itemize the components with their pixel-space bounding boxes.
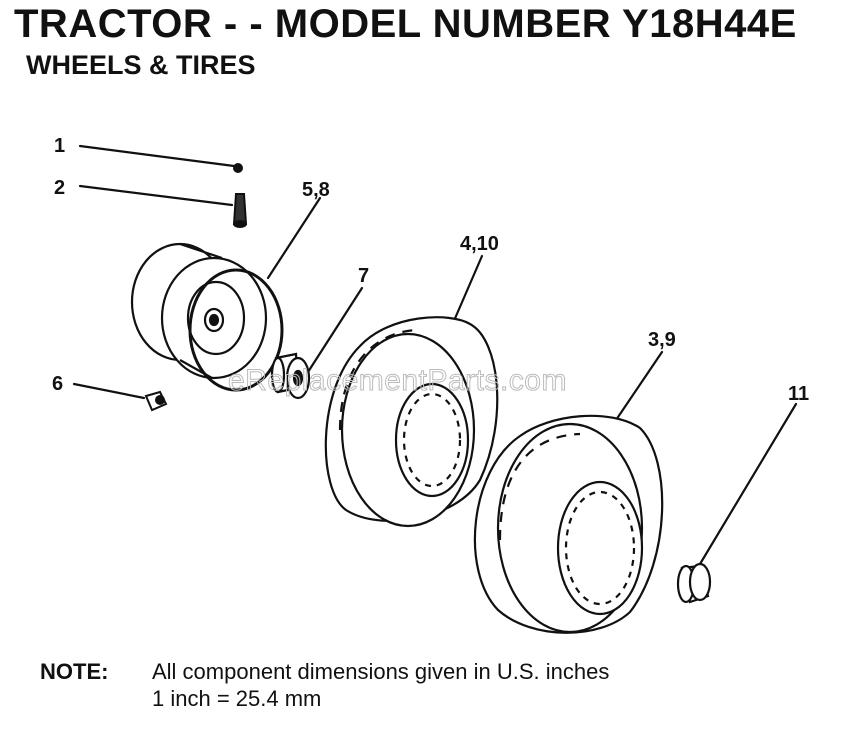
callout-2: 2	[54, 177, 65, 199]
note: NOTE: All component dimensions given in U…	[40, 658, 609, 712]
valve-cap-part	[233, 163, 243, 173]
leader-4-10	[448, 254, 484, 332]
page-title: TRACTOR - - MODEL NUMBER Y18H44E	[14, 2, 797, 46]
callout-11: 11	[788, 383, 809, 405]
leader-3-9	[614, 350, 664, 422]
leader-11	[698, 402, 798, 566]
note-label: NOTE:	[40, 659, 109, 684]
leader-6	[72, 382, 146, 400]
rim-seal-part	[188, 268, 284, 392]
wheel-rim-part	[130, 242, 268, 380]
callout-6: 6	[52, 373, 63, 395]
callout-5-8: 5,8	[302, 179, 330, 201]
leader-2	[78, 184, 234, 207]
note-line-2: 1 inch = 25.4 mm	[152, 686, 322, 711]
callout-7: 7	[358, 265, 369, 287]
callout-3-9: 3,9	[648, 329, 676, 351]
callout-4-10: 4,10	[460, 233, 499, 255]
leader-5-8	[266, 196, 322, 280]
page-subtitle: WHEELS & TIRES	[26, 50, 256, 80]
note-line-1: All component dimensions given in U.S. i…	[152, 659, 610, 684]
rear-tire-part	[473, 414, 664, 634]
callout-1: 1	[54, 135, 65, 157]
leader-7	[306, 286, 364, 374]
valve-stem-part	[232, 193, 248, 228]
fitting-part	[144, 390, 168, 412]
leader-1	[78, 144, 236, 168]
watermark: eReplacementParts.com	[228, 364, 567, 397]
front-tire-part	[324, 316, 499, 528]
bearing-part	[676, 562, 712, 604]
bushing-part	[270, 352, 311, 400]
